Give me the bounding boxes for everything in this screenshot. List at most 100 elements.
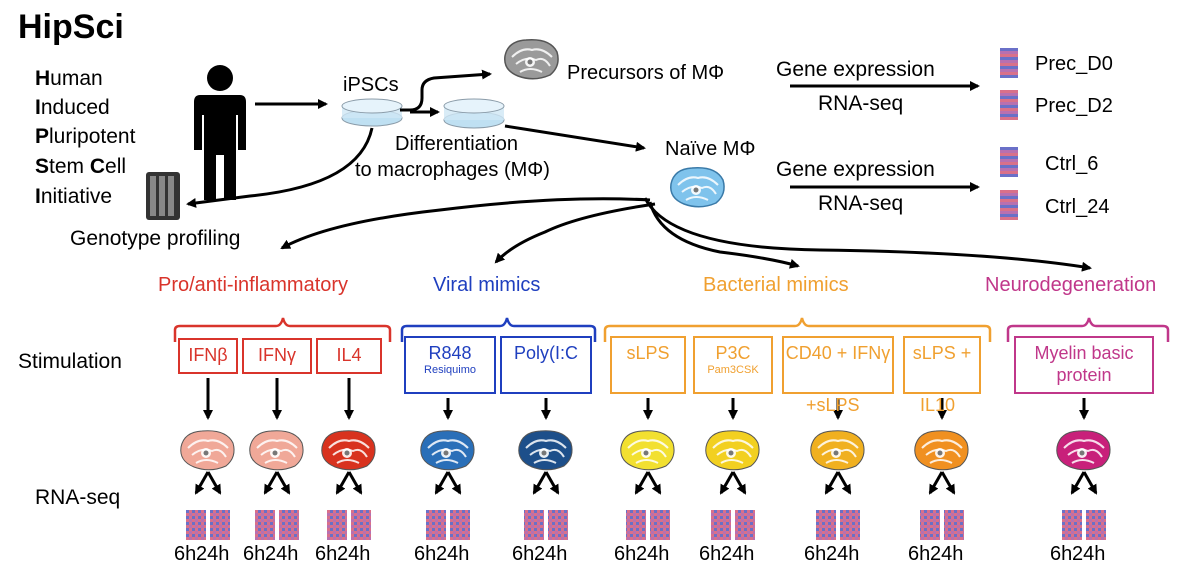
naive-macrophage-label: Naïve MΦ	[665, 138, 756, 160]
stimulated-macrophage-icon	[518, 430, 573, 471]
stimulus-box-ifng: IFNγ	[242, 338, 312, 374]
heatmap-icon	[450, 510, 470, 540]
split-arrow	[824, 471, 840, 495]
gene-expression-label-2: Gene expression	[776, 158, 935, 181]
heatmap-icon	[626, 510, 646, 540]
heatmap-icon	[210, 510, 230, 540]
sample-ctrl-6: Ctrl_6	[1045, 153, 1099, 175]
heatmap-icon	[1000, 190, 1018, 220]
heatmap-icon	[1000, 90, 1018, 120]
heatmap-icon	[816, 510, 836, 540]
timepoint-6h: 6h	[512, 543, 535, 565]
split-arrow	[719, 471, 735, 495]
heatmap-icon	[524, 510, 544, 540]
stimulus-box-cd40-slps-label: +sLPS	[806, 395, 860, 415]
timepoint-24h: 24h	[337, 543, 371, 565]
split-arrow	[544, 471, 560, 495]
timepoint-6h: 6h	[174, 543, 197, 565]
differentiation-label-2: to macrophages (MΦ)	[355, 159, 550, 181]
heatmap-icon	[1000, 48, 1018, 78]
split-arrow	[263, 471, 279, 495]
stimulated-macrophage-icon	[620, 430, 675, 471]
split-arrow	[1070, 471, 1086, 495]
category-bacterial-mimics: Bacterial mimics	[703, 274, 849, 296]
split-arrow	[275, 471, 291, 495]
acronym-line-2: Induced	[35, 96, 110, 119]
title: HipSci	[18, 8, 124, 46]
stimulated-macrophage-icon	[249, 430, 304, 471]
naive-macrophage-icon	[670, 167, 725, 208]
acronym-line-4: Stem Cell	[35, 155, 127, 178]
split-arrow	[731, 471, 747, 495]
heatmap-icon	[255, 510, 275, 540]
split-arrow	[347, 471, 363, 495]
precursors-label: Precursors of MΦ	[567, 62, 725, 84]
acronym-line-5: Initiative	[35, 185, 113, 208]
precursor-cell-icon	[504, 39, 559, 80]
genotyping-chip-icon	[146, 172, 180, 220]
heatmap-icon	[279, 510, 299, 540]
timepoint-24h: 24h	[265, 543, 299, 565]
split-arrow	[434, 471, 450, 495]
timepoint-6h: 6h	[908, 543, 931, 565]
differentiation-label-1: Differentiation	[395, 133, 519, 155]
timepoint-6h: 6h	[243, 543, 266, 565]
stimulation-row-label: Stimulation	[18, 350, 122, 373]
heatmap-icon	[650, 510, 670, 540]
acronym-line-3: Pluripotent	[35, 125, 136, 148]
split-arrow	[1082, 471, 1098, 495]
heatmap-icon	[1062, 510, 1082, 540]
split-arrow	[836, 471, 852, 495]
workflow-arrows	[186, 69, 1092, 272]
stimulus-box-polyic: Poly(I:C	[500, 336, 592, 394]
split-arrow	[194, 471, 210, 495]
category-neurodegeneration: Neurodegeneration	[985, 274, 1157, 296]
heatmap-icon	[944, 510, 964, 540]
stimulus-box-myelin: Myelin basic protein	[1014, 336, 1154, 394]
sample-ctrl-24: Ctrl_24	[1045, 196, 1110, 218]
stimulus-box-slps-il10: sLPS +	[903, 336, 981, 394]
stimulated-macrophage-icon	[810, 430, 865, 471]
stimulus-box-ifnb: IFNβ	[178, 338, 238, 374]
stimulated-macrophage-icon	[180, 430, 235, 471]
rna-seq-row-label: RNA-seq	[35, 486, 121, 509]
split-arrow	[646, 471, 662, 495]
person-icon	[194, 65, 246, 200]
heatmap-icon	[327, 510, 347, 540]
stimulated-macrophage-icon	[321, 430, 376, 471]
timepoint-6h: 6h	[1050, 543, 1073, 565]
split-arrow	[940, 471, 956, 495]
genotype-profiling-label: Genotype profiling	[70, 227, 241, 250]
stimulated-macrophage-icon	[1056, 430, 1111, 471]
heatmap-icon	[351, 510, 371, 540]
timepoint-6h: 6h	[614, 543, 637, 565]
timepoint-24h: 24h	[826, 543, 860, 565]
stimulus-box-cd40-ifng: CD40 + IFNγ	[782, 336, 894, 394]
split-arrow	[335, 471, 351, 495]
heatmap-icon	[1086, 510, 1106, 540]
timepoint-24h: 24h	[196, 543, 230, 565]
timepoint-24h: 24h	[534, 543, 568, 565]
timepoint-6h: 6h	[315, 543, 338, 565]
heatmap-icon	[426, 510, 446, 540]
timepoint-24h: 24h	[1072, 543, 1106, 565]
sample-prec-d0: Prec_D0	[1035, 53, 1113, 75]
gene-expression-label-1: Gene expression	[776, 58, 935, 81]
timepoint-6h: 6h	[699, 543, 722, 565]
heatmap-icon	[186, 510, 206, 540]
stimulated-macrophage-icon	[420, 430, 475, 471]
stimulus-box-slps-il10-label: IL10	[920, 395, 956, 415]
heatmap-icon	[548, 510, 568, 540]
sample-prec-d2: Prec_D2	[1035, 95, 1113, 117]
timepoint-24h: 24h	[636, 543, 670, 565]
split-arrow	[928, 471, 944, 495]
split-arrow	[634, 471, 650, 495]
heatmap-icon	[711, 510, 731, 540]
ipscs-label: iPSCs	[343, 74, 399, 96]
category-pro-anti-inflammatory: Pro/anti-inflammatory	[158, 274, 349, 296]
split-arrow	[532, 471, 548, 495]
category-viral-mimics: Viral mimics	[433, 274, 541, 296]
